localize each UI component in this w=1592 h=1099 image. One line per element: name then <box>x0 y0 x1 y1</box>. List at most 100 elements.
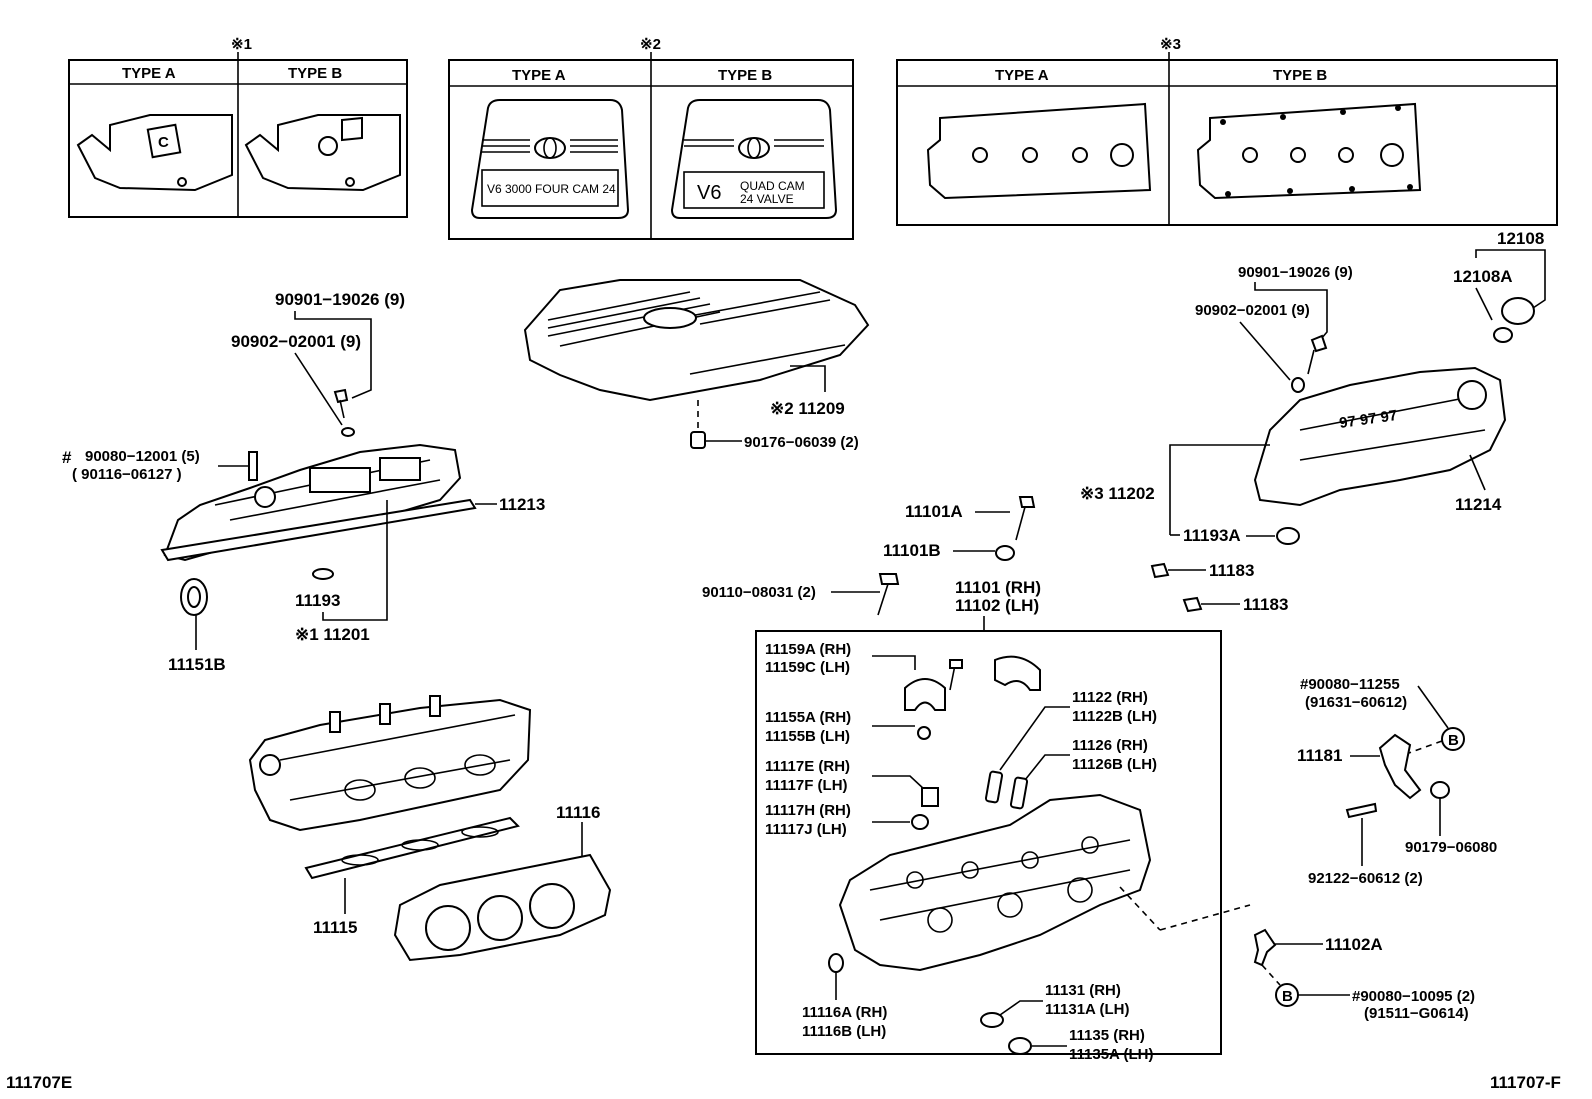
nut-11183a <box>1150 562 1170 579</box>
label-11214: 11214 <box>1455 495 1502 514</box>
label-11131A: 11131A (LH) <box>1045 1001 1130 1018</box>
label-b-top: B <box>1448 732 1459 749</box>
bearing-cap <box>904 678 946 711</box>
footer-code-left: 111707E <box>6 1073 72 1092</box>
label-11122: 11122 (RH) <box>1072 689 1148 706</box>
gasket-11213 <box>160 498 477 562</box>
bracket-11181 <box>1378 733 1422 800</box>
bolt-90110 <box>878 573 900 585</box>
grommet-bolt-right <box>1310 334 1328 353</box>
variant-1-marker: ※1 <box>231 36 252 53</box>
label-12108: 12108 <box>1497 229 1544 248</box>
guide-11122 <box>984 770 1004 804</box>
variant-2-marker: ※2 <box>640 36 661 53</box>
right-valve-cover-group: 90901−19026 (9) 90902−02001 (9) 12108 12… <box>1080 229 1546 545</box>
label-b-bottom: B <box>1282 988 1293 1005</box>
label-11116: 11116 <box>556 803 600 822</box>
engine-cover-group: 90176−06039 (2) ※2 11209 <box>523 279 870 451</box>
cylinder-head-box: 11159A (RH) 11159C (LH) 11155A (RH) 1115… <box>755 630 1222 1063</box>
cover-a-label: V6 3000 FOUR CAM 24 <box>487 182 616 196</box>
label-90110: 90110−08031 (2) <box>702 584 816 601</box>
footer-code-right: 111707-F <box>1490 1073 1561 1092</box>
label-91511: (91511−G0614) <box>1364 1005 1469 1022</box>
pin-11155 <box>917 726 931 740</box>
middle-bolts-group: 11101A 11101B 90110−08031 (2) 11101 (RH)… <box>702 496 1288 630</box>
cover-b-v6: V6 <box>697 182 721 204</box>
plug-11117H <box>911 814 929 830</box>
label-90902-right: 90902−02001 (9) <box>1195 302 1310 319</box>
variant-1-type-a: TYPE A <box>122 65 176 82</box>
variant-3-marker: ※3 <box>1160 36 1181 53</box>
label-11116B: 11116B (LH) <box>802 1023 886 1040</box>
label-90901-left: 90901−19026 (9) <box>275 290 405 309</box>
gasket-11193A <box>1276 527 1300 545</box>
label-11159A: 11159A (RH) <box>765 641 851 658</box>
label-11151B: 11151B <box>168 655 226 674</box>
label-11131: 11131 (RH) <box>1045 982 1121 999</box>
label-11101B: 11101B <box>883 541 941 560</box>
label-11193A: 11193A <box>1183 526 1241 545</box>
label-11117H: 11117H (RH) <box>765 802 851 819</box>
cover-b-line2: 24 VALVE <box>740 192 794 206</box>
oil-filler-cap <box>1501 297 1535 325</box>
guide-11126 <box>1009 776 1029 810</box>
label-11101A: 11101A <box>905 502 963 521</box>
gasket-11193 <box>312 568 334 580</box>
nut-90179 <box>1430 781 1450 799</box>
washer-11101B <box>995 545 1015 561</box>
label-11126B: 11126B (LH) <box>1072 756 1157 773</box>
label-11209: ※2 11209 <box>770 399 845 418</box>
label-90902-left: 90902−02001 (9) <box>231 332 361 351</box>
cylinder-head-right <box>838 793 1152 972</box>
label-11126: 11126 (RH) <box>1072 737 1148 754</box>
label-11116A: 11116A (RH) <box>802 1004 887 1021</box>
label-11102A: 11102A <box>1325 935 1383 954</box>
cap-gasket <box>1493 327 1513 343</box>
label-hash: # <box>62 448 72 467</box>
plug-11135 <box>1008 1037 1032 1055</box>
label-11201: ※1 11201 <box>295 625 370 644</box>
label-90080-12001: 90080−12001 (5) <box>85 448 200 465</box>
label-11117F: 11117F (LH) <box>765 777 848 794</box>
engine-cover-11209 <box>523 279 870 402</box>
nut-11183b <box>1182 596 1203 613</box>
reference-b-icon <box>1441 727 1465 751</box>
label-11183b: 11183 <box>1243 595 1288 614</box>
label-11193: 11193 <box>295 591 340 610</box>
engine-cover-type-a: V6 3000 FOUR CAM 24 <box>470 99 630 219</box>
label-11102: 11102 (LH) <box>955 596 1039 615</box>
sensor-11102A <box>1253 928 1277 967</box>
valve-cover-top-type-a <box>926 102 1152 200</box>
toyota-emblem-icon <box>643 307 697 329</box>
label-90176: 90176−06039 (2) <box>744 434 859 451</box>
camshaft-cap <box>994 655 1041 691</box>
label-92122: 92122−60612 (2) <box>1308 870 1423 887</box>
grommet-90176 <box>690 431 706 449</box>
toyota-emblem-icon <box>534 137 566 159</box>
label-11135A: 11135A (LH) <box>1069 1046 1154 1063</box>
variant-1-type-b: TYPE B <box>288 65 342 82</box>
plug-11116A <box>828 953 844 973</box>
bracket-group: #90080−11255 (91631−60612) B 11181 90179… <box>1119 676 1497 1022</box>
left-valve-cover-group: 90901−19026 (9) 90902−02001 (9) # 90080−… <box>62 290 545 674</box>
label-11202: ※3 11202 <box>1080 484 1155 503</box>
left-head-group: 11115 11116 <box>248 695 612 962</box>
stud-bolt-left <box>248 451 258 481</box>
engine-cover-type-b: V6 QUAD CAM 24 VALVE <box>670 99 838 219</box>
label-90080-10095: #90080−10095 (2) <box>1352 988 1475 1005</box>
grommet-bolt-left <box>333 388 349 404</box>
variant-3-type-b: TYPE B <box>1273 67 1327 84</box>
label-11183a: 11183 <box>1209 561 1254 580</box>
cover-b-line1: QUAD CAM <box>740 179 805 193</box>
label-11115: 11115 <box>313 918 357 937</box>
label-11101: 11101 (RH) <box>955 578 1041 597</box>
label-90116: ( 90116−06127 ) <box>72 466 182 483</box>
plug-11117E <box>921 787 939 807</box>
label-90901-right: 90901−19026 (9) <box>1238 264 1353 281</box>
plug-11131 <box>980 1012 1004 1028</box>
variant-2-type-b: TYPE B <box>718 67 772 84</box>
label-12108A: 12108A <box>1453 267 1513 286</box>
variant-box-1: ※1 TYPE A TYPE B C <box>68 36 408 218</box>
valve-cover-fragment-a: C <box>76 114 233 192</box>
stud-92122 <box>1345 802 1378 819</box>
